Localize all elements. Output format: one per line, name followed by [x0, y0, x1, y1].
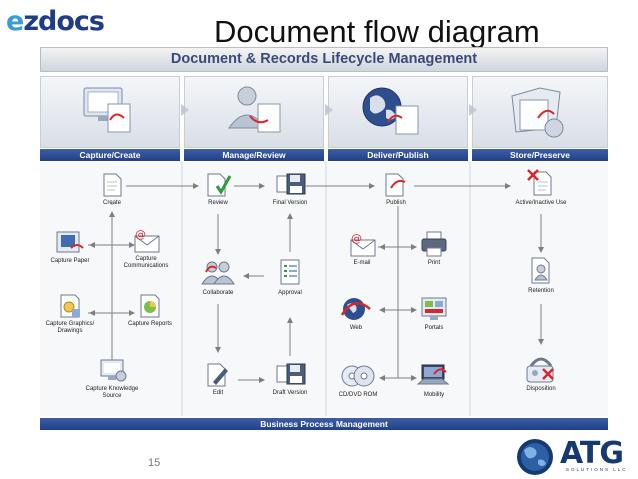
node-cd-dvd: CD/DVD ROM — [328, 362, 388, 399]
diagram-body — [40, 162, 608, 416]
node-capture-paper: Capture Paper — [40, 230, 100, 265]
diagram-banner: Document & Records Lifecycle Management — [40, 47, 608, 72]
portal-screen-icon — [421, 297, 447, 320]
stage-panel-manage — [184, 76, 324, 148]
active-document-icon — [527, 169, 552, 196]
monitor-icon — [83, 87, 131, 133]
stage-arrow-2 — [325, 104, 333, 116]
checklist-icon — [280, 259, 300, 285]
node-draft-version: Draft Version — [260, 362, 320, 397]
graphics-icon — [60, 294, 80, 318]
email-icon: @ — [134, 228, 160, 253]
report-icon — [140, 294, 160, 318]
retention-document-icon — [531, 257, 550, 284]
printer-icon — [421, 231, 447, 257]
atg-logo-subtext: SOLUTIONS LLC — [566, 467, 628, 472]
node-approval: Approval — [260, 258, 320, 297]
email-icon: @ — [350, 232, 376, 257]
edit-pencil-icon — [207, 363, 228, 387]
node-capture-reports: Capture Reports — [120, 293, 180, 328]
disposition-lock-icon — [526, 357, 554, 383]
stage-label-deliver: Deliver/Publish — [328, 149, 468, 161]
people-icon — [201, 261, 235, 285]
node-web: Web — [326, 295, 386, 332]
node-active-inactive: Active/Inactive Use — [511, 168, 571, 207]
node-portals: Portals — [404, 295, 464, 332]
svg-text:@: @ — [135, 228, 146, 241]
node-final-version: Final Version — [260, 172, 320, 207]
save-disk-icon — [276, 363, 306, 385]
scanner-icon — [56, 231, 84, 253]
node-disposition: Disposition — [511, 352, 571, 393]
save-disk-icon — [276, 173, 306, 195]
svg-text:@: @ — [351, 232, 362, 245]
stage-label-manage: Manage/Review — [184, 149, 324, 161]
node-email: @ E-mail — [332, 232, 392, 267]
node-mobility: Mobility — [404, 362, 464, 399]
ezdocs-logo: ezdocs — [6, 6, 105, 37]
node-retention: Retention — [511, 256, 571, 295]
stage-label-capture: Capture/Create — [40, 149, 180, 161]
business-process-bar: Business Process Management — [40, 418, 608, 430]
node-collaborate: Collaborate — [188, 258, 248, 297]
disc-icon — [341, 365, 375, 387]
node-print: Print — [404, 230, 464, 267]
laptop-icon — [416, 364, 450, 385]
stage-arrow-3 — [469, 104, 477, 116]
folder-icon — [511, 87, 564, 138]
node-capture-knowledge: Capture Knowledge Source — [82, 358, 142, 400]
node-capture-graphics: Capture Graphics/ Drawings — [40, 293, 100, 335]
person-icon — [228, 86, 281, 133]
document-icon — [103, 173, 122, 197]
publish-icon — [385, 173, 406, 197]
node-edit: Edit — [188, 362, 248, 397]
monitor-icon — [100, 359, 127, 382]
node-create: Create — [82, 172, 142, 207]
node-capture-communications: @ Capture Communications — [123, 228, 169, 269]
node-review: Review — [188, 172, 248, 207]
globe-icon — [362, 87, 419, 135]
review-check-icon — [207, 173, 232, 197]
node-publish: Publish — [366, 172, 426, 207]
stage-label-store: Store/Preserve — [472, 149, 608, 161]
atg-logo-text: ATG — [560, 436, 624, 471]
page-number: 15 — [148, 457, 161, 469]
globe-icon — [340, 298, 371, 320]
stage-arrow-1 — [181, 104, 189, 116]
slide-title: Document flow diagram — [214, 14, 540, 49]
